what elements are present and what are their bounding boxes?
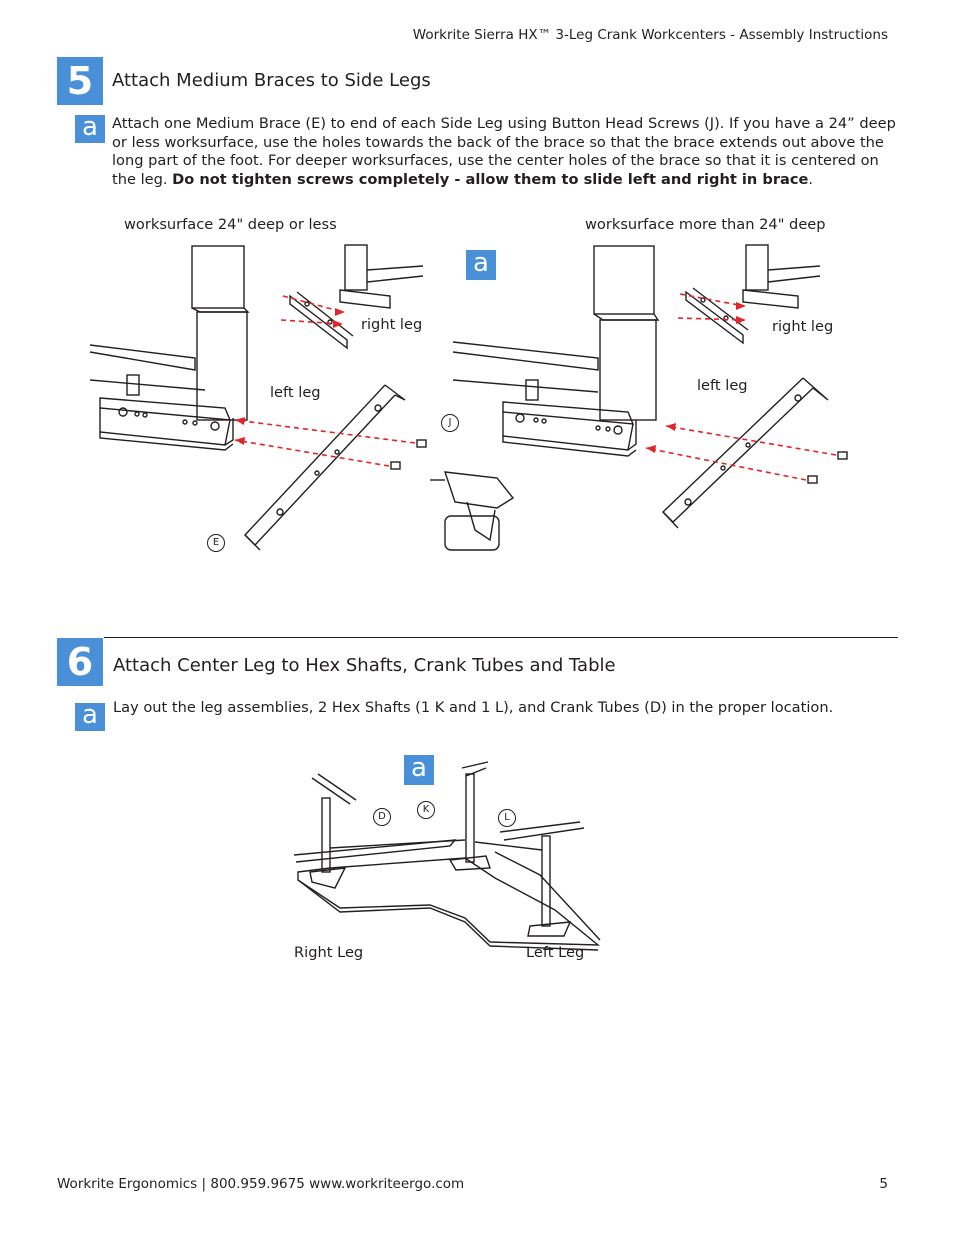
page-number: 5 — [879, 1176, 888, 1192]
callout-crank-tube-d: D — [373, 808, 391, 826]
step-instructions: Lay out the leg assemblies, 2 Hex Shafts… — [113, 699, 834, 716]
instruction-emphasis: Do not tighten screws completely - allow… — [172, 171, 809, 189]
label-left-leg: left leg — [270, 384, 321, 401]
step-number-badge: 6 — [57, 638, 103, 686]
label-right-leg: Right Leg — [294, 944, 364, 961]
callout-hex-shaft-l: L — [498, 809, 516, 827]
figure-badge: a — [466, 250, 496, 280]
workcenter-layout-illustration — [293, 761, 601, 951]
substep-badge: a — [75, 114, 105, 143]
leg-brace-illustration-left — [89, 244, 515, 551]
footer-contact: Workrite Ergonomics | 800.959.9675 www.w… — [57, 1176, 465, 1192]
figure-badge: a — [404, 755, 434, 785]
step-number-badge: 5 — [57, 57, 103, 105]
step-title: Attach Center Leg to Hex Shafts, Crank T… — [113, 655, 616, 676]
document-header-title: Workrite Sierra HX™ 3-Leg Crank Workcent… — [412, 27, 888, 43]
instruction-end: . — [808, 171, 814, 189]
substep-badge: a — [75, 702, 105, 731]
step-title: Attach Medium Braces to Side Legs — [112, 70, 431, 91]
label-right-leg: right leg — [361, 316, 423, 333]
callout-screw-j: J — [441, 414, 459, 432]
callout-hex-shaft-k: K — [417, 801, 435, 819]
figure-caption-left: worksurface 24" deep or less — [124, 216, 337, 233]
step-divider — [104, 637, 898, 638]
instruction-text: Attach one Medium Brace (E) to end of ea… — [112, 115, 896, 189]
callout-brace-e: E — [207, 534, 225, 552]
figure-caption-right: worksurface more than 24" deep — [585, 216, 826, 233]
step-instructions: Attach one Medium Brace (E) to end of ea… — [112, 115, 902, 190]
label-right-leg: right leg — [772, 318, 834, 335]
label-left-leg: left leg — [697, 377, 748, 394]
label-left-leg: Left Leg — [526, 944, 585, 961]
leg-brace-illustration-right — [452, 244, 848, 529]
